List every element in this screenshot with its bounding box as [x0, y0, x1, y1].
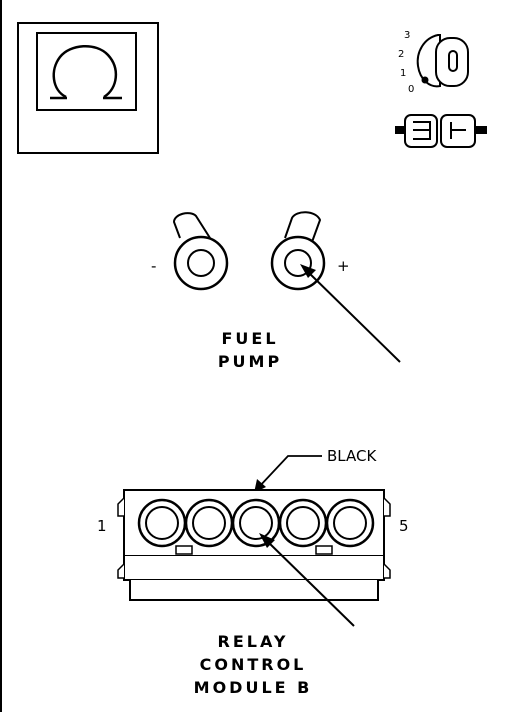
cavity-2 — [184, 498, 234, 548]
ohmmeter-icon — [17, 22, 159, 154]
black-wire-label: BLACK — [327, 447, 377, 465]
cavity-4 — [278, 498, 328, 548]
cavity-5 — [325, 498, 375, 548]
minus-label: - — [151, 257, 156, 275]
key-head — [435, 37, 469, 87]
fuel-pump-connector: - + — [151, 211, 401, 363]
ohm-symbol-path — [52, 45, 117, 99]
fuel-pump-title-line2: PUMP — [218, 352, 282, 371]
ignition-pos-0: 0 — [408, 84, 414, 95]
ignition-pos-3: 3 — [404, 30, 410, 41]
cavity-3 — [231, 498, 281, 548]
probe-arrow-relay — [265, 539, 355, 627]
cavity-1 — [137, 498, 187, 548]
relay-title-line2: CONTROL — [200, 655, 307, 674]
pin-label-5: 5 — [399, 517, 409, 535]
probe-arrow-fuel-pump — [305, 269, 401, 363]
fuel-pump-negative-terminal — [172, 212, 229, 291]
ignition-pos-1: 1 — [400, 68, 406, 79]
relay-title-line1: RELAY — [218, 632, 289, 651]
key-blade-icon — [395, 114, 487, 148]
fuel-pump-title-line1: FUEL — [221, 329, 278, 348]
relay-connector: BLACK 1 — [97, 447, 409, 627]
fuel-pump-positive-terminal — [270, 211, 326, 291]
relay-title-line3: MODULE B — [194, 678, 313, 697]
black-wire-leader — [257, 455, 322, 489]
ignition-pos-2: 2 — [398, 49, 404, 60]
plus-label: + — [337, 257, 350, 275]
ignition-switch-icon: 3 2 1 0 — [395, 30, 487, 148]
pin-label-1: 1 — [97, 517, 107, 535]
